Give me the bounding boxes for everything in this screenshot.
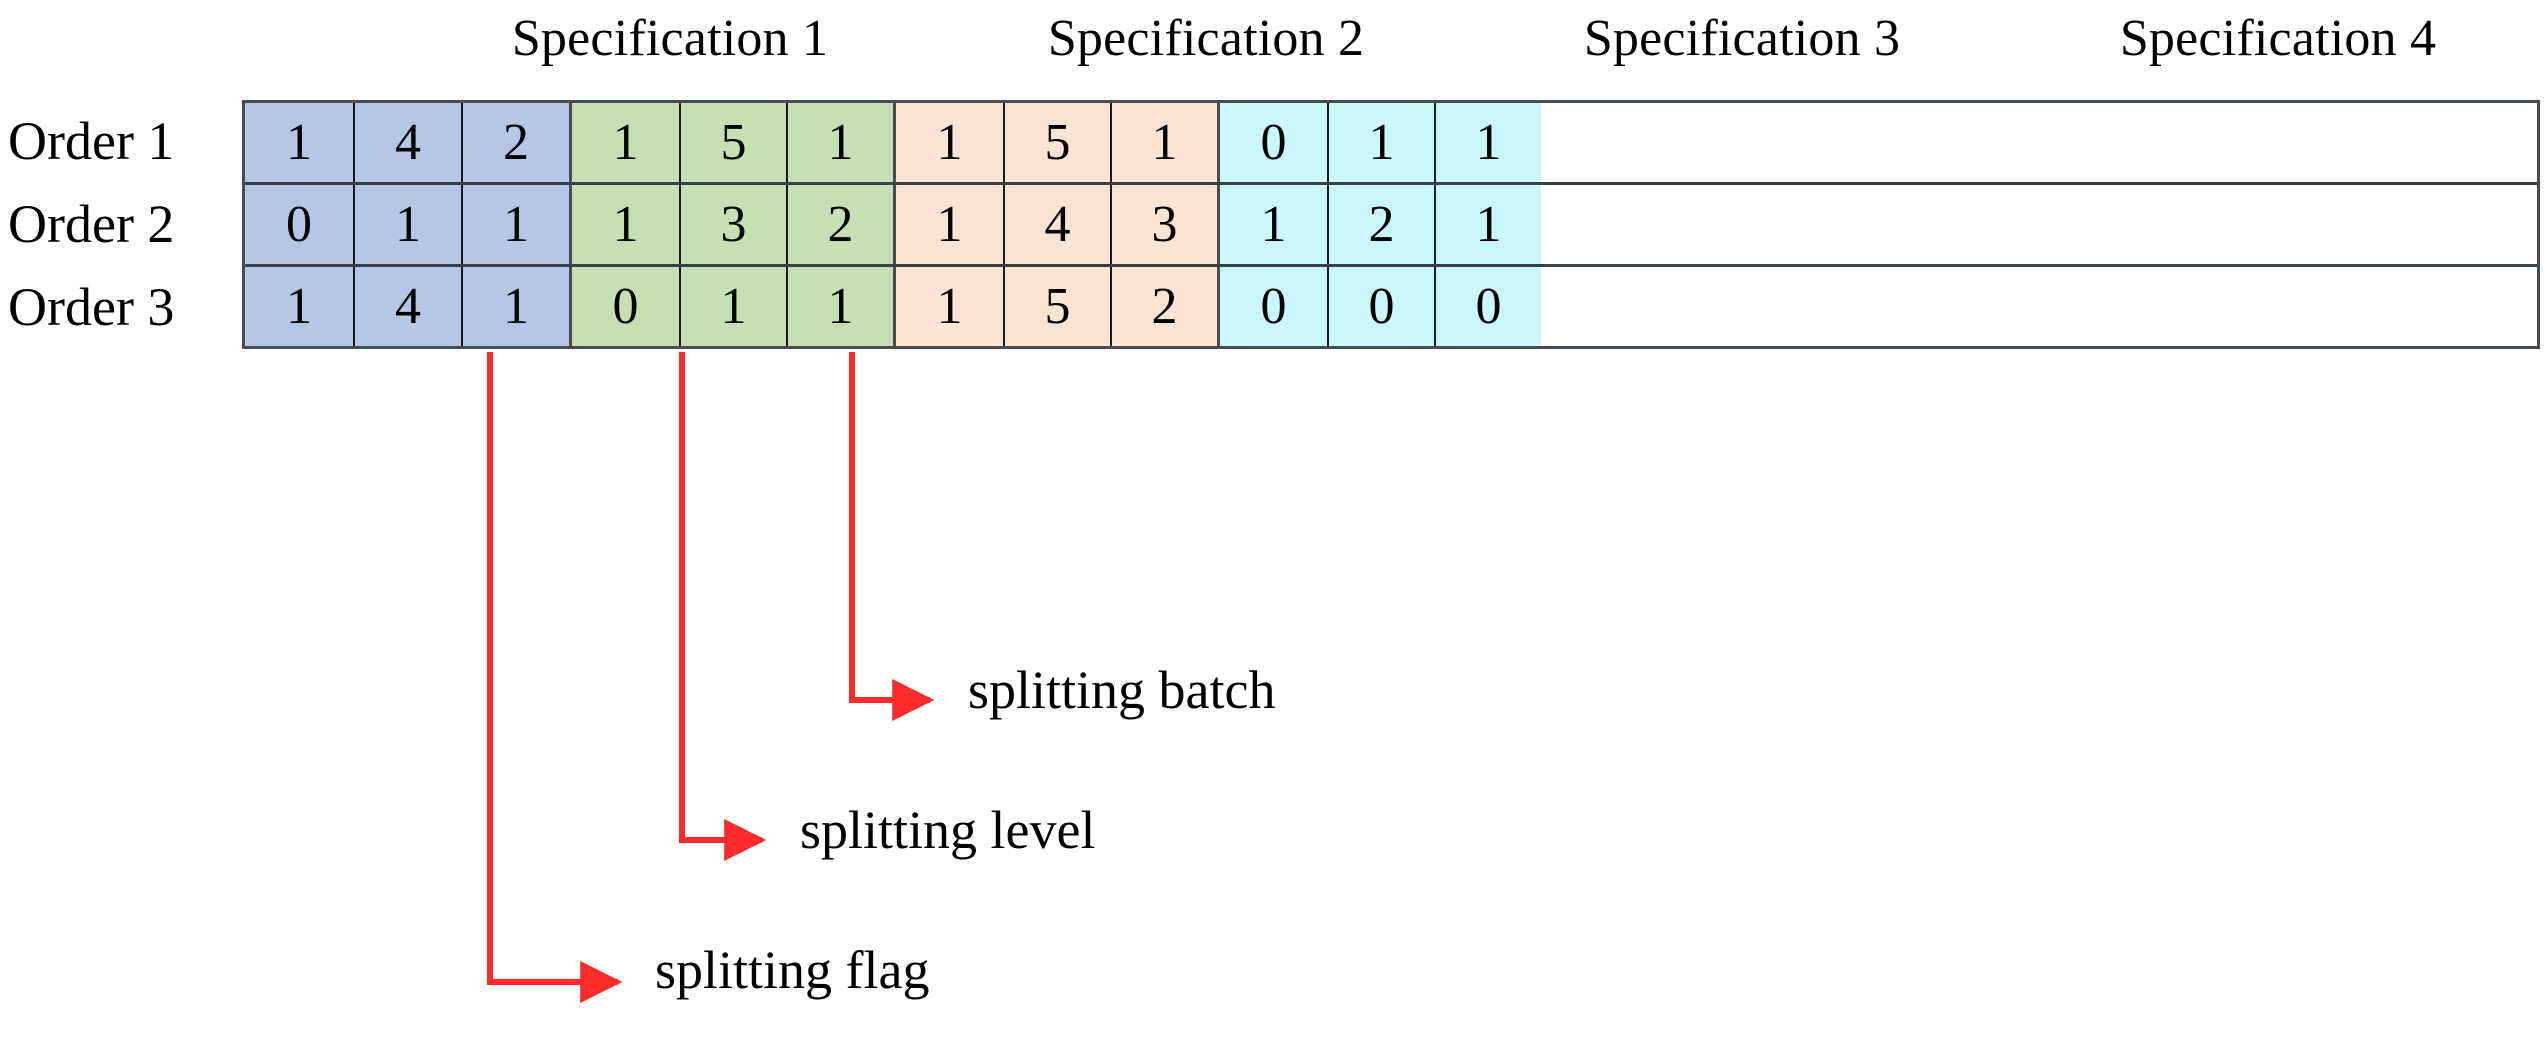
matrix-cell: 1 <box>245 103 353 182</box>
matrix-cell: 1 <box>353 185 461 264</box>
matrix-cell: 1 <box>572 103 679 182</box>
matrix-cell: 0 <box>572 267 679 346</box>
specification-header-1: Specification 1 <box>511 10 829 67</box>
matrix-cell: 3 <box>678 185 786 264</box>
matrix-cell: 2 <box>1326 185 1434 264</box>
matrix-cell: 1 <box>1433 185 1541 264</box>
matrix-cell: 4 <box>353 103 461 182</box>
matrix-cell: 1 <box>461 267 569 346</box>
specification-header-row: Specification 1 Specification 2 Specific… <box>402 6 2546 78</box>
matrix-cell: 1 <box>896 103 1003 182</box>
annotation-label-splitting-level: splitting level <box>800 800 1096 860</box>
matrix-cell: 1 <box>1326 103 1434 182</box>
annotation-label-splitting-flag: splitting flag <box>655 940 930 1000</box>
annotation-label-splitting-batch: splitting batch <box>968 660 1276 720</box>
matrix-cell: 0 <box>1326 267 1434 346</box>
order-label-1: Order 1 <box>8 111 175 171</box>
matrix-cell: 0 <box>1220 103 1327 182</box>
matrix-cell: 4 <box>353 267 461 346</box>
order-label-3: Order 3 <box>8 277 175 337</box>
matrix-cell: 2 <box>1109 267 1217 346</box>
matrix-cell: 0 <box>1433 267 1541 346</box>
matrix-cell: 1 <box>896 267 1003 346</box>
matrix-cell: 2 <box>785 185 893 264</box>
matrix-cell: 0 <box>245 185 353 264</box>
matrix-cell: 5 <box>678 103 786 182</box>
matrix-cell: 1 <box>785 103 893 182</box>
specification-header-3: Specification 3 <box>1583 10 1901 67</box>
matrix-cell: 1 <box>461 185 569 264</box>
order-label-column: Order 1 Order 2 Order 3 <box>8 100 236 349</box>
matrix-cell: 3 <box>1109 185 1217 264</box>
matrix-cell: 1 <box>1433 103 1541 182</box>
matrix-cell: 0 <box>1220 267 1327 346</box>
matrix-cell: 5 <box>1002 267 1110 346</box>
matrix-cell: 1 <box>245 267 353 346</box>
specification-header-2: Specification 2 <box>1047 10 1365 67</box>
matrix-cell: 1 <box>572 185 679 264</box>
matrix-cell: 1 <box>678 267 786 346</box>
arrow-splitting-batch <box>849 352 935 721</box>
matrix-cell: 4 <box>1002 185 1110 264</box>
specification-header-4: Specification 4 <box>2119 10 2437 67</box>
arrow-splitting-flag <box>487 352 623 1003</box>
matrix-cell: 1 <box>1109 103 1217 182</box>
matrix-cell: 1 <box>785 267 893 346</box>
matrix-cell: 1 <box>896 185 1003 264</box>
arrow-splitting-level <box>679 352 767 861</box>
matrix-cell: 5 <box>1002 103 1110 182</box>
matrix-cell: 2 <box>461 103 569 182</box>
matrix-cell: 1 <box>1220 185 1327 264</box>
order-label-2: Order 2 <box>8 194 175 254</box>
